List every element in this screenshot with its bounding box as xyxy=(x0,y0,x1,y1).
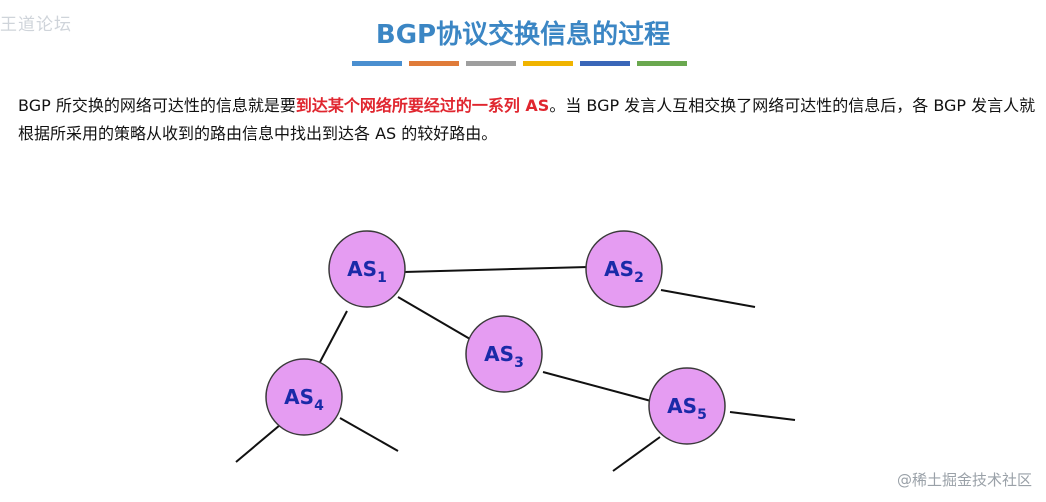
node-as1-label: AS1 xyxy=(347,257,387,286)
paragraph-part-1: BGP 所交换的网络可达性的信息就是要 xyxy=(18,96,296,115)
node-as2-label: AS2 xyxy=(604,257,644,286)
node-as4: AS4 xyxy=(265,358,343,436)
title-underline-bars xyxy=(352,61,687,66)
watermark-bottom-right: @稀土掘金技术社区 xyxy=(896,471,1032,489)
watermark-top-left: 王道论坛 xyxy=(0,15,72,35)
diagram-links xyxy=(235,266,796,472)
link-as1-as4 xyxy=(319,310,348,363)
title-bar-2 xyxy=(409,61,459,66)
node-as5-label: AS5 xyxy=(667,394,707,423)
link-as1-as2 xyxy=(403,266,589,273)
link-as5-out-left xyxy=(612,436,661,472)
node-as3-circle xyxy=(465,315,543,393)
node-as3: AS3 xyxy=(465,315,543,393)
link-as4-out-right xyxy=(339,417,399,452)
link-as3-as5 xyxy=(542,371,652,402)
node-as2: AS2 xyxy=(585,230,663,308)
node-as2-circle xyxy=(585,230,663,308)
node-as3-label: AS3 xyxy=(484,342,524,371)
link-as1-as3 xyxy=(397,296,471,340)
link-as2-out xyxy=(660,289,756,308)
title-bar-5 xyxy=(580,61,630,66)
title-bar-3 xyxy=(466,61,516,66)
title-bar-6 xyxy=(637,61,687,66)
title-bar-1 xyxy=(352,61,402,66)
node-as1: AS1 xyxy=(328,230,406,308)
description-paragraph: BGP 所交换的网络可达性的信息就是要到达某个网络所要经过的一系列 AS。当 B… xyxy=(18,92,1038,148)
node-as5: AS5 xyxy=(648,367,726,445)
link-as4-out-left xyxy=(235,424,281,463)
node-as4-circle xyxy=(265,358,343,436)
node-as4-label: AS4 xyxy=(284,385,324,414)
title-bar-4 xyxy=(523,61,573,66)
slide-title: BGP协议交换信息的过程 xyxy=(375,20,671,50)
node-as5-circle xyxy=(648,367,726,445)
node-as1-circle xyxy=(328,230,406,308)
link-as5-out-right xyxy=(729,411,796,421)
paragraph-highlight: 到达某个网络所要经过的一系列 AS xyxy=(295,96,550,115)
paragraph-part-2: 。当 BGP 发言人互相交换了网络可达性的信息后，各 BGP 发言人就根据所采用… xyxy=(18,96,1036,143)
